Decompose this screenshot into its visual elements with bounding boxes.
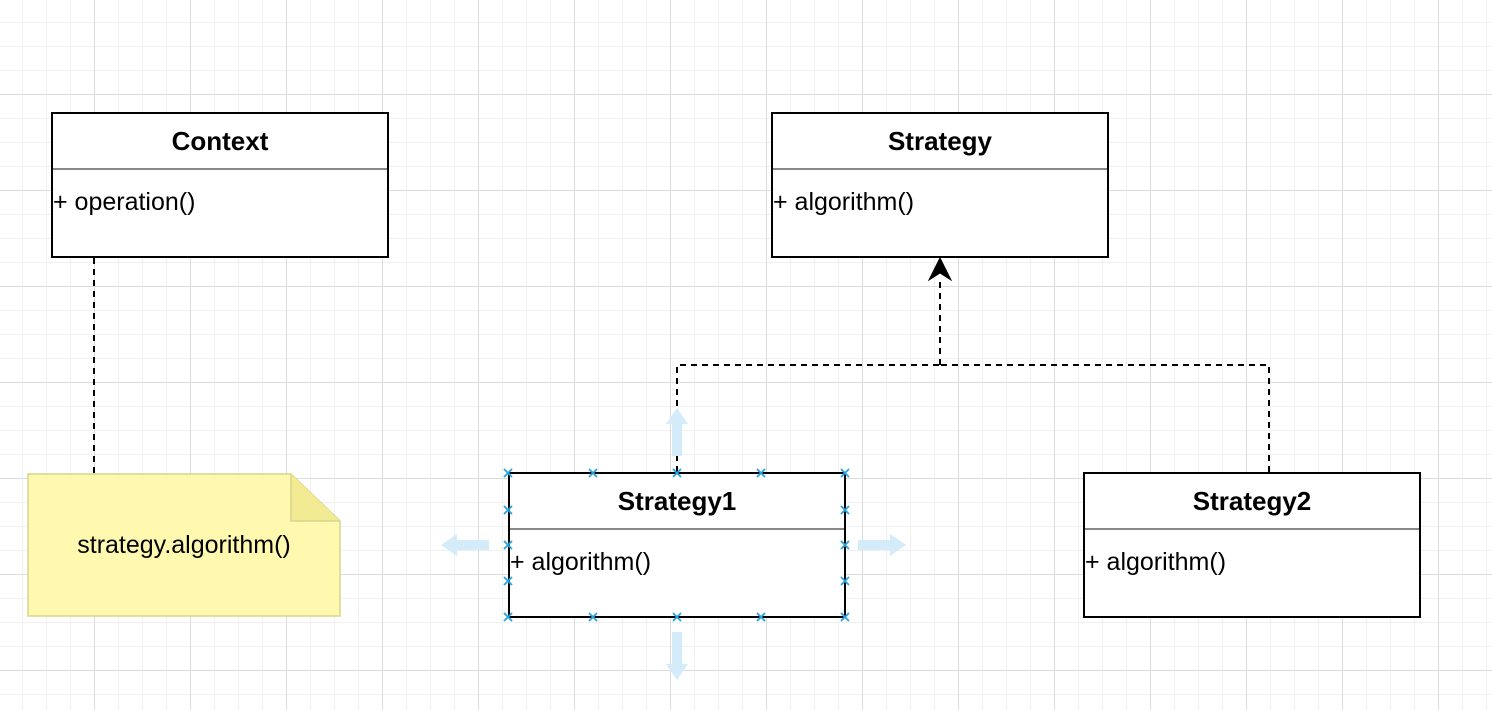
connect-arrow-up-icon[interactable] <box>666 408 688 456</box>
connection-handle-icon[interactable] <box>588 612 598 622</box>
class-strategy1-member: + algorithm() <box>510 548 652 576</box>
connection-handle-icon[interactable] <box>503 505 513 515</box>
class-strategy[interactable]: Strategy + algorithm() <box>771 112 1109 258</box>
connect-arrow-left-icon[interactable] <box>441 534 489 556</box>
class-context-member: + operation() <box>53 188 196 216</box>
connection-handles <box>503 468 850 622</box>
class-strategy1-name: Strategy1 <box>510 474 844 530</box>
connection-handle-icon[interactable] <box>840 612 850 622</box>
connection-handle-icon[interactable] <box>503 612 513 622</box>
connection-handle-icon[interactable] <box>840 468 850 478</box>
connection-handle-icon[interactable] <box>840 540 850 550</box>
class-strategy2[interactable]: Strategy2 + algorithm() <box>1083 472 1421 618</box>
connect-arrow-right-icon[interactable] <box>858 534 906 556</box>
connection-handle-icon[interactable] <box>503 576 513 586</box>
connection-handle-icon[interactable] <box>672 612 682 622</box>
connection-handle-icon[interactable] <box>756 468 766 478</box>
class-strategy-name: Strategy <box>773 114 1107 170</box>
connection-handle-icon[interactable] <box>840 576 850 586</box>
realization-edge-strategy2[interactable] <box>940 364 1270 472</box>
class-strategy1[interactable]: Strategy1 + algorithm() <box>508 472 846 618</box>
note-text: strategy.algorithm() <box>77 530 291 559</box>
arrowhead-icon <box>927 256 953 282</box>
connection-handle-icon[interactable] <box>840 505 850 515</box>
connection-handle-icon[interactable] <box>503 468 513 478</box>
note-fold-icon <box>290 474 340 522</box>
class-strategy-member: + algorithm() <box>773 188 915 216</box>
connection-handle-icon[interactable] <box>756 612 766 622</box>
class-context[interactable]: Context + operation() <box>51 112 389 258</box>
note-body <box>27 473 341 617</box>
connect-arrow-down-icon[interactable] <box>666 632 688 680</box>
connection-handle-icon[interactable] <box>503 540 513 550</box>
class-strategy2-member: + algorithm() <box>1085 548 1227 576</box>
connection-handle-icon[interactable] <box>588 468 598 478</box>
class-strategy2-name: Strategy2 <box>1085 474 1419 530</box>
connection-handle-icon[interactable] <box>672 468 682 478</box>
class-context-name: Context <box>53 114 387 170</box>
